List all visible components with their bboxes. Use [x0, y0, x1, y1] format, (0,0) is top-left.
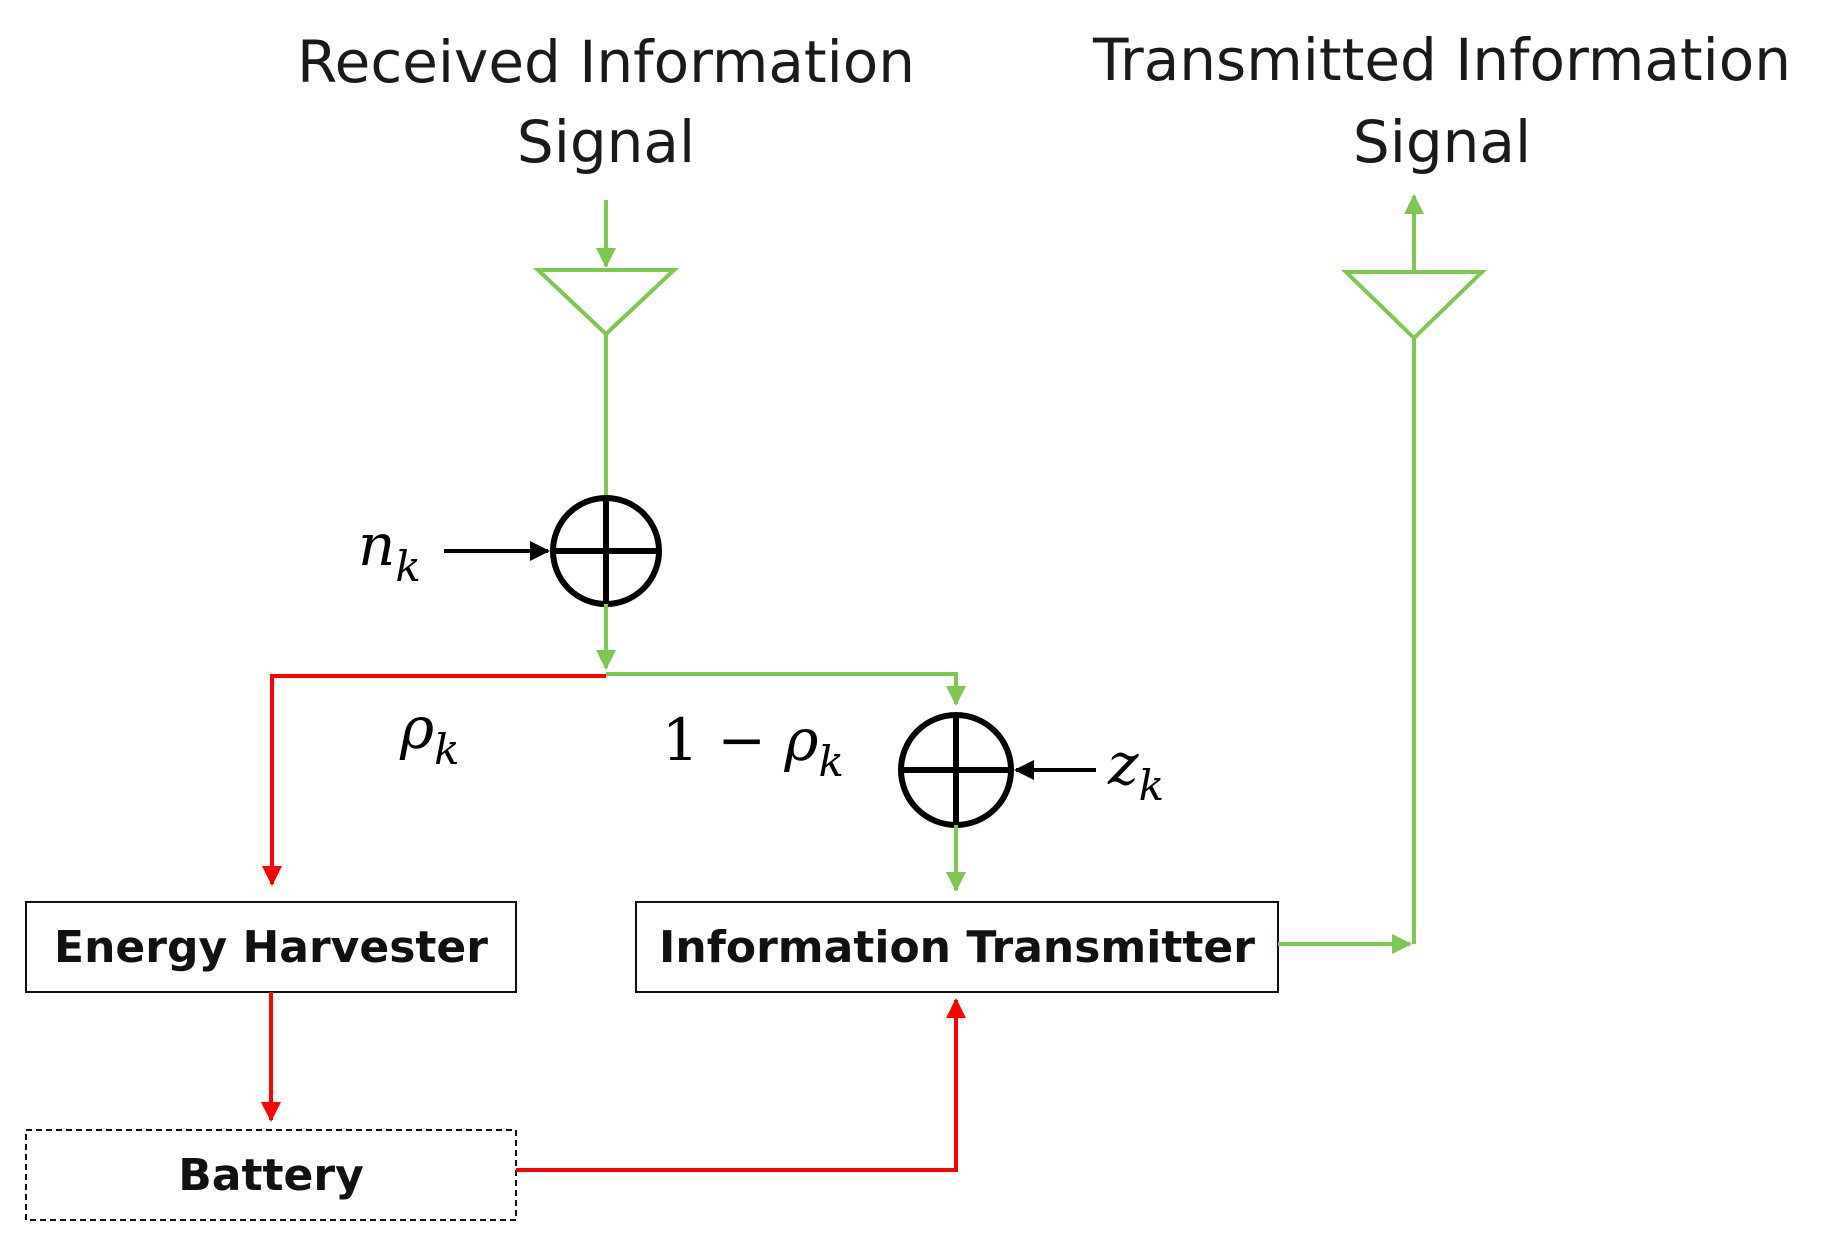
rho-symbol: ρk	[399, 694, 460, 774]
one-minus-rho-symbol: 1 − ρk	[662, 706, 844, 786]
battery-block	[25, 1129, 517, 1221]
energy-harvester-label: Energy Harvester	[54, 922, 488, 973]
information-transmitter-block	[635, 901, 1279, 993]
battery-label: Battery	[178, 1150, 364, 1201]
noise-adder-icon	[550, 495, 662, 607]
received-signal-label-line2: Signal	[517, 108, 695, 176]
transmitted-signal-label-line1: Transmitted Information	[1092, 26, 1791, 94]
noise-symbol: nk	[358, 511, 421, 591]
battery-to-transmitter-path	[516, 998, 966, 1172]
transmit-antenna-icon	[1341, 270, 1487, 341]
energy-split-path	[262, 674, 606, 886]
information-transmitter-label: Information Transmitter	[659, 922, 1255, 973]
energy-harvester-block	[25, 901, 517, 993]
received-signal-label-line1: Received Information	[297, 28, 915, 96]
receive-antenna-icon	[532, 268, 680, 337]
z-symbol: zk	[1107, 730, 1164, 810]
transmitted-signal-label-line2: Signal	[1353, 108, 1531, 176]
processing-noise-adder-icon	[898, 712, 1014, 828]
information-split-path	[606, 672, 966, 706]
